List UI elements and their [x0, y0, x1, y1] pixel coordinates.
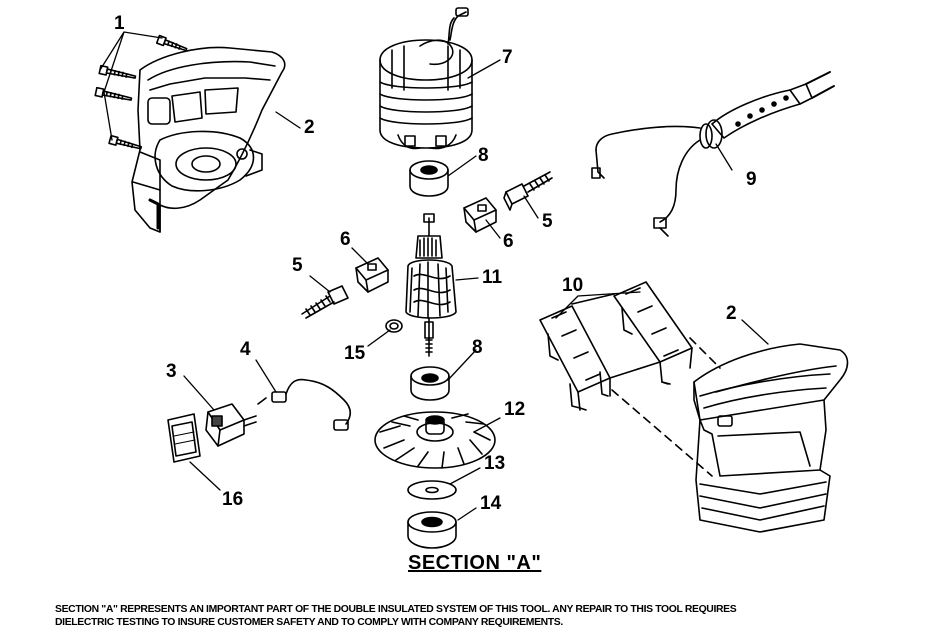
callout-12: 12 — [504, 399, 526, 420]
bottom-bearing-drawing — [407, 511, 457, 549]
callout-11: 11 — [482, 267, 503, 288]
callout-4: 4 — [240, 339, 251, 360]
section-note-line-2: DIELECTRIC TESTING TO INSURE CUSTOMER SA… — [55, 617, 563, 628]
callout-16: 16 — [222, 489, 244, 510]
callout-2-lower-housing: 2 — [726, 303, 737, 324]
fan-drawing — [374, 411, 496, 469]
callout-8-lower: 8 — [472, 337, 483, 358]
armature-drawing — [405, 213, 457, 357]
retaining-ring-drawing — [385, 319, 403, 333]
washer-drawing — [407, 480, 457, 500]
leader-lines — [99, 31, 769, 521]
power-cord-drawing — [591, 71, 835, 237]
lower-bearing-drawing — [410, 366, 450, 401]
callout-1: 1 — [114, 13, 125, 34]
callout-9: 9 — [746, 169, 757, 190]
section-note: SECTION "A" REPRESENTS AN IMPORTANT PART… — [55, 603, 895, 629]
callout-2-upper-housing: 2 — [304, 117, 315, 138]
callout-15: 15 — [344, 343, 366, 364]
left-brush-drawing — [301, 285, 349, 319]
callout-7: 7 — [502, 47, 513, 68]
switch-drawing — [205, 403, 257, 447]
upper-housing-drawing — [131, 46, 286, 233]
callout-3: 3 — [166, 361, 177, 382]
lower-housing-drawing — [693, 343, 849, 533]
left-brush-holder-drawing — [355, 257, 389, 293]
callout-6-right: 6 — [503, 231, 514, 252]
right-brush-drawing — [503, 171, 553, 211]
alignment-lines — [611, 337, 721, 477]
callout-5-right: 5 — [542, 211, 553, 232]
lead-wire-drawing — [257, 378, 352, 431]
field-assembly-drawing — [379, 7, 473, 150]
callout-13: 13 — [484, 453, 506, 474]
callout-8-upper: 8 — [478, 145, 489, 166]
switch-cover-drawing — [167, 413, 201, 463]
section-note-line-1: SECTION "A" REPRESENTS AN IMPORTANT PART… — [55, 604, 737, 615]
callout-5-left: 5 — [292, 255, 303, 276]
callout-6-left: 6 — [340, 229, 351, 250]
upper-bearing-drawing — [409, 160, 449, 197]
callout-10: 10 — [562, 275, 584, 296]
right-brush-holder-drawing — [463, 197, 497, 233]
brackets-drawing — [539, 281, 693, 411]
section-title: SECTION "A" — [408, 552, 542, 574]
callout-14: 14 — [480, 493, 502, 514]
